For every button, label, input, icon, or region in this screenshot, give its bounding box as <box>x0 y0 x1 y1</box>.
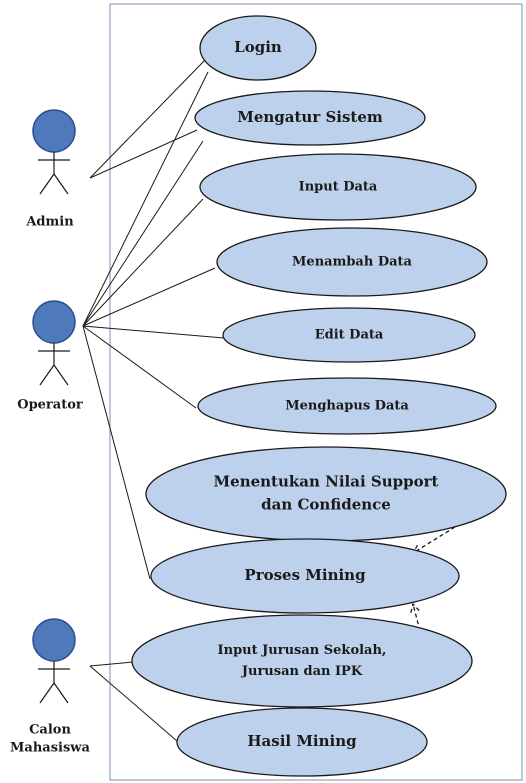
use-case-label: Mengatur Sistem <box>237 108 383 126</box>
use-case-menambah: Menambah Data <box>216 227 488 297</box>
use-case-hasil: Hasil Mining <box>176 707 428 777</box>
actor-head-icon <box>32 618 76 662</box>
actor-label: Calon <box>29 723 71 738</box>
use-case-label: Input Jurusan Sekolah, <box>218 643 387 658</box>
use-case-ellipse <box>150 538 460 614</box>
association-line-admin-mengatur <box>89 129 198 179</box>
use-case-ellipse <box>131 614 473 708</box>
association-line-calon-hasil <box>89 665 178 742</box>
use-case-ellipse <box>145 446 507 542</box>
use-case-ellipse <box>199 153 477 221</box>
use-case-label: dan Confidence <box>261 496 391 514</box>
use-case-nilai: Menentukan Nilai Support dan Confidence <box>145 446 507 542</box>
use-case-login: Login <box>199 15 317 81</box>
actor-label: Mahasiswa <box>10 741 90 756</box>
system-boundary <box>109 3 523 781</box>
association-line-operator-menambah <box>82 267 216 327</box>
actor-right-leg <box>53 682 69 704</box>
actor-head-icon <box>32 300 76 344</box>
use-case-ellipse <box>197 377 497 435</box>
association-line-operator-login <box>82 71 209 327</box>
use-case-label: Menentukan Nilai Support <box>214 473 439 491</box>
actor-left-leg <box>39 364 55 386</box>
use-case-ellipse <box>176 707 428 777</box>
actor-left-leg <box>39 682 55 704</box>
association-line-admin-login <box>89 59 206 179</box>
actor-operator: Operator <box>17 300 83 413</box>
use-case-label: Edit Data <box>315 328 384 343</box>
use-case-mengatur: Mengatur Sistem <box>194 90 426 146</box>
use-case-label: Input Data <box>299 180 378 195</box>
dependency-arrow-nilai <box>412 526 456 554</box>
actor-admin: Admin <box>25 109 76 230</box>
use-case-menghapus: Menghapus Data <box>197 377 497 435</box>
use-case-ellipse <box>216 227 488 297</box>
use-case-ellipse <box>222 307 476 363</box>
use-case-ellipse <box>194 90 426 146</box>
association-line-operator-input-data <box>82 198 204 327</box>
association-line-operator-menghapus <box>82 325 197 409</box>
actor-label: Operator <box>17 398 83 413</box>
use-case-ellipse <box>199 15 317 81</box>
use-case-edit: Edit Data <box>222 307 476 363</box>
use-case-label: Menghapus Data <box>285 399 409 414</box>
actor-left-leg <box>39 173 55 195</box>
use-case-proses: Proses Mining <box>150 538 460 614</box>
actor-right-leg <box>53 173 69 195</box>
association-line-operator-mengatur <box>82 140 204 327</box>
actor-label: Admin <box>25 215 74 230</box>
association-line-operator-proses <box>82 325 151 580</box>
actor-head-icon <box>32 109 76 153</box>
association-line-calon-input-jurusan <box>89 661 134 667</box>
use-case-input-data: Input Data <box>199 153 477 221</box>
use-case-input-jurusan: Input Jurusan Sekolah, Jurusan dan IPK <box>131 614 473 708</box>
association-line-operator-edit <box>82 325 225 339</box>
use-case-label: Proses Mining <box>244 566 366 584</box>
dependency-arrow-input-jurusan <box>412 603 421 632</box>
actor-right-leg <box>53 364 69 386</box>
arrowhead-input-jurusan <box>410 602 420 613</box>
use-case-label: Hasil Mining <box>247 732 357 750</box>
use-case-label: Login <box>234 38 282 56</box>
use-case-label: Menambah Data <box>292 255 412 270</box>
use-case-label: Jurusan dan IPK <box>241 664 363 679</box>
